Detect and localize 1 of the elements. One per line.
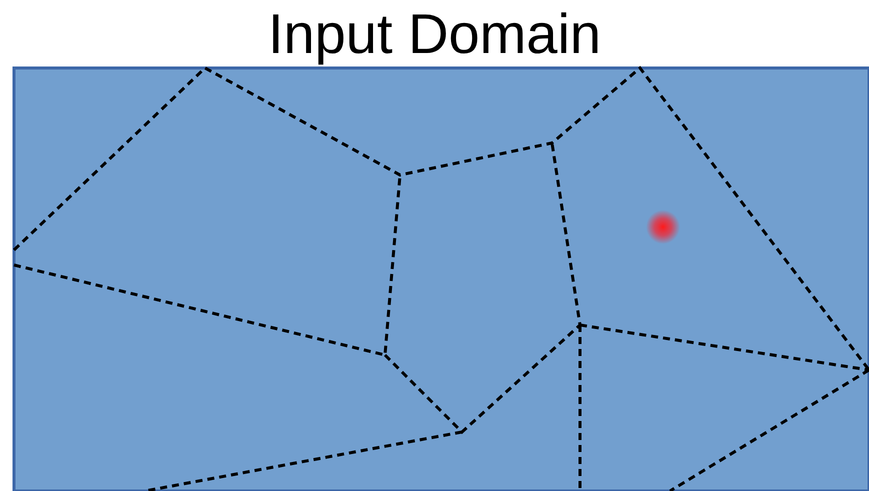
title-text: Input Domain	[268, 2, 602, 66]
